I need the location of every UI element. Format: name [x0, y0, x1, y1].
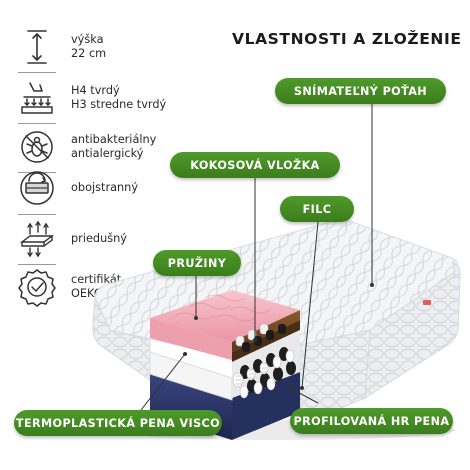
feature-certificate-line-1: certifikát: [71, 273, 122, 286]
feature-firmness-line-1: H4 tvrdý: [71, 84, 120, 97]
brand-tag-icon: [423, 300, 431, 305]
feature-height-line-2: 22 cm: [71, 47, 107, 60]
springs-row-dark: [242, 324, 286, 352]
feature-firmness: H4 tvrdý H3 stredne tvrdý: [14, 76, 224, 120]
feature-firmness-line-2: H3 stredne tvrdý: [71, 98, 167, 111]
leader-dots: [183, 283, 374, 390]
label-removable-cover: SNÍMATEĽNÝ POŤAH: [275, 78, 446, 104]
springs-row-back: [235, 323, 269, 347]
double-sided-mattress-icon: [14, 166, 60, 210]
feature-antibacterial: antibakteriálny antialergický: [14, 125, 224, 169]
label-coconut-layer: KOKOSOVÁ VLOŽKA: [170, 152, 340, 178]
springs-group: [232, 347, 296, 399]
feature-double-sided-line-1: obojstranný: [71, 181, 139, 194]
mattress-side-cover: [364, 261, 461, 399]
feature-antibacterial-line-2: antialergický: [71, 147, 144, 160]
feature-height-line-1: výška: [71, 33, 104, 46]
label-felt: FILC: [280, 196, 354, 222]
divider: [18, 123, 56, 124]
divider: [18, 72, 56, 73]
label-visco-foam: TERMOPLASTICKÁ PENA VISCO: [14, 410, 222, 436]
label-hr-foam: PROFILOVANÁ HR PENA: [290, 408, 453, 434]
hr-foam-side: [232, 372, 300, 440]
divider: [18, 214, 56, 215]
feature-breathable: priedušný: [14, 217, 224, 261]
feature-breathable-line-1: priedušný: [71, 232, 127, 245]
firmness-press-icon: [14, 76, 60, 120]
label-springs: PRUŽINY: [153, 250, 241, 276]
height-arrow-icon: [14, 25, 60, 69]
page-title: VLASTNOSTI A ZLOŽENIE: [232, 30, 462, 48]
certificate-seal-icon: [14, 265, 60, 309]
feature-antibacterial-line-1: antibakteriálny: [71, 133, 157, 146]
antibacterial-bug-icon: [14, 125, 60, 169]
leader-lines: [140, 103, 373, 411]
visco-foam-top: [150, 290, 300, 342]
white-foam: [149, 351, 233, 401]
feature-double-sided: obojstranný: [14, 166, 224, 210]
divider: [18, 264, 56, 265]
visco-foam-front: [150, 318, 232, 360]
feature-height: výška 22 cm: [14, 25, 224, 69]
breathable-airflow-icon: [14, 217, 60, 261]
